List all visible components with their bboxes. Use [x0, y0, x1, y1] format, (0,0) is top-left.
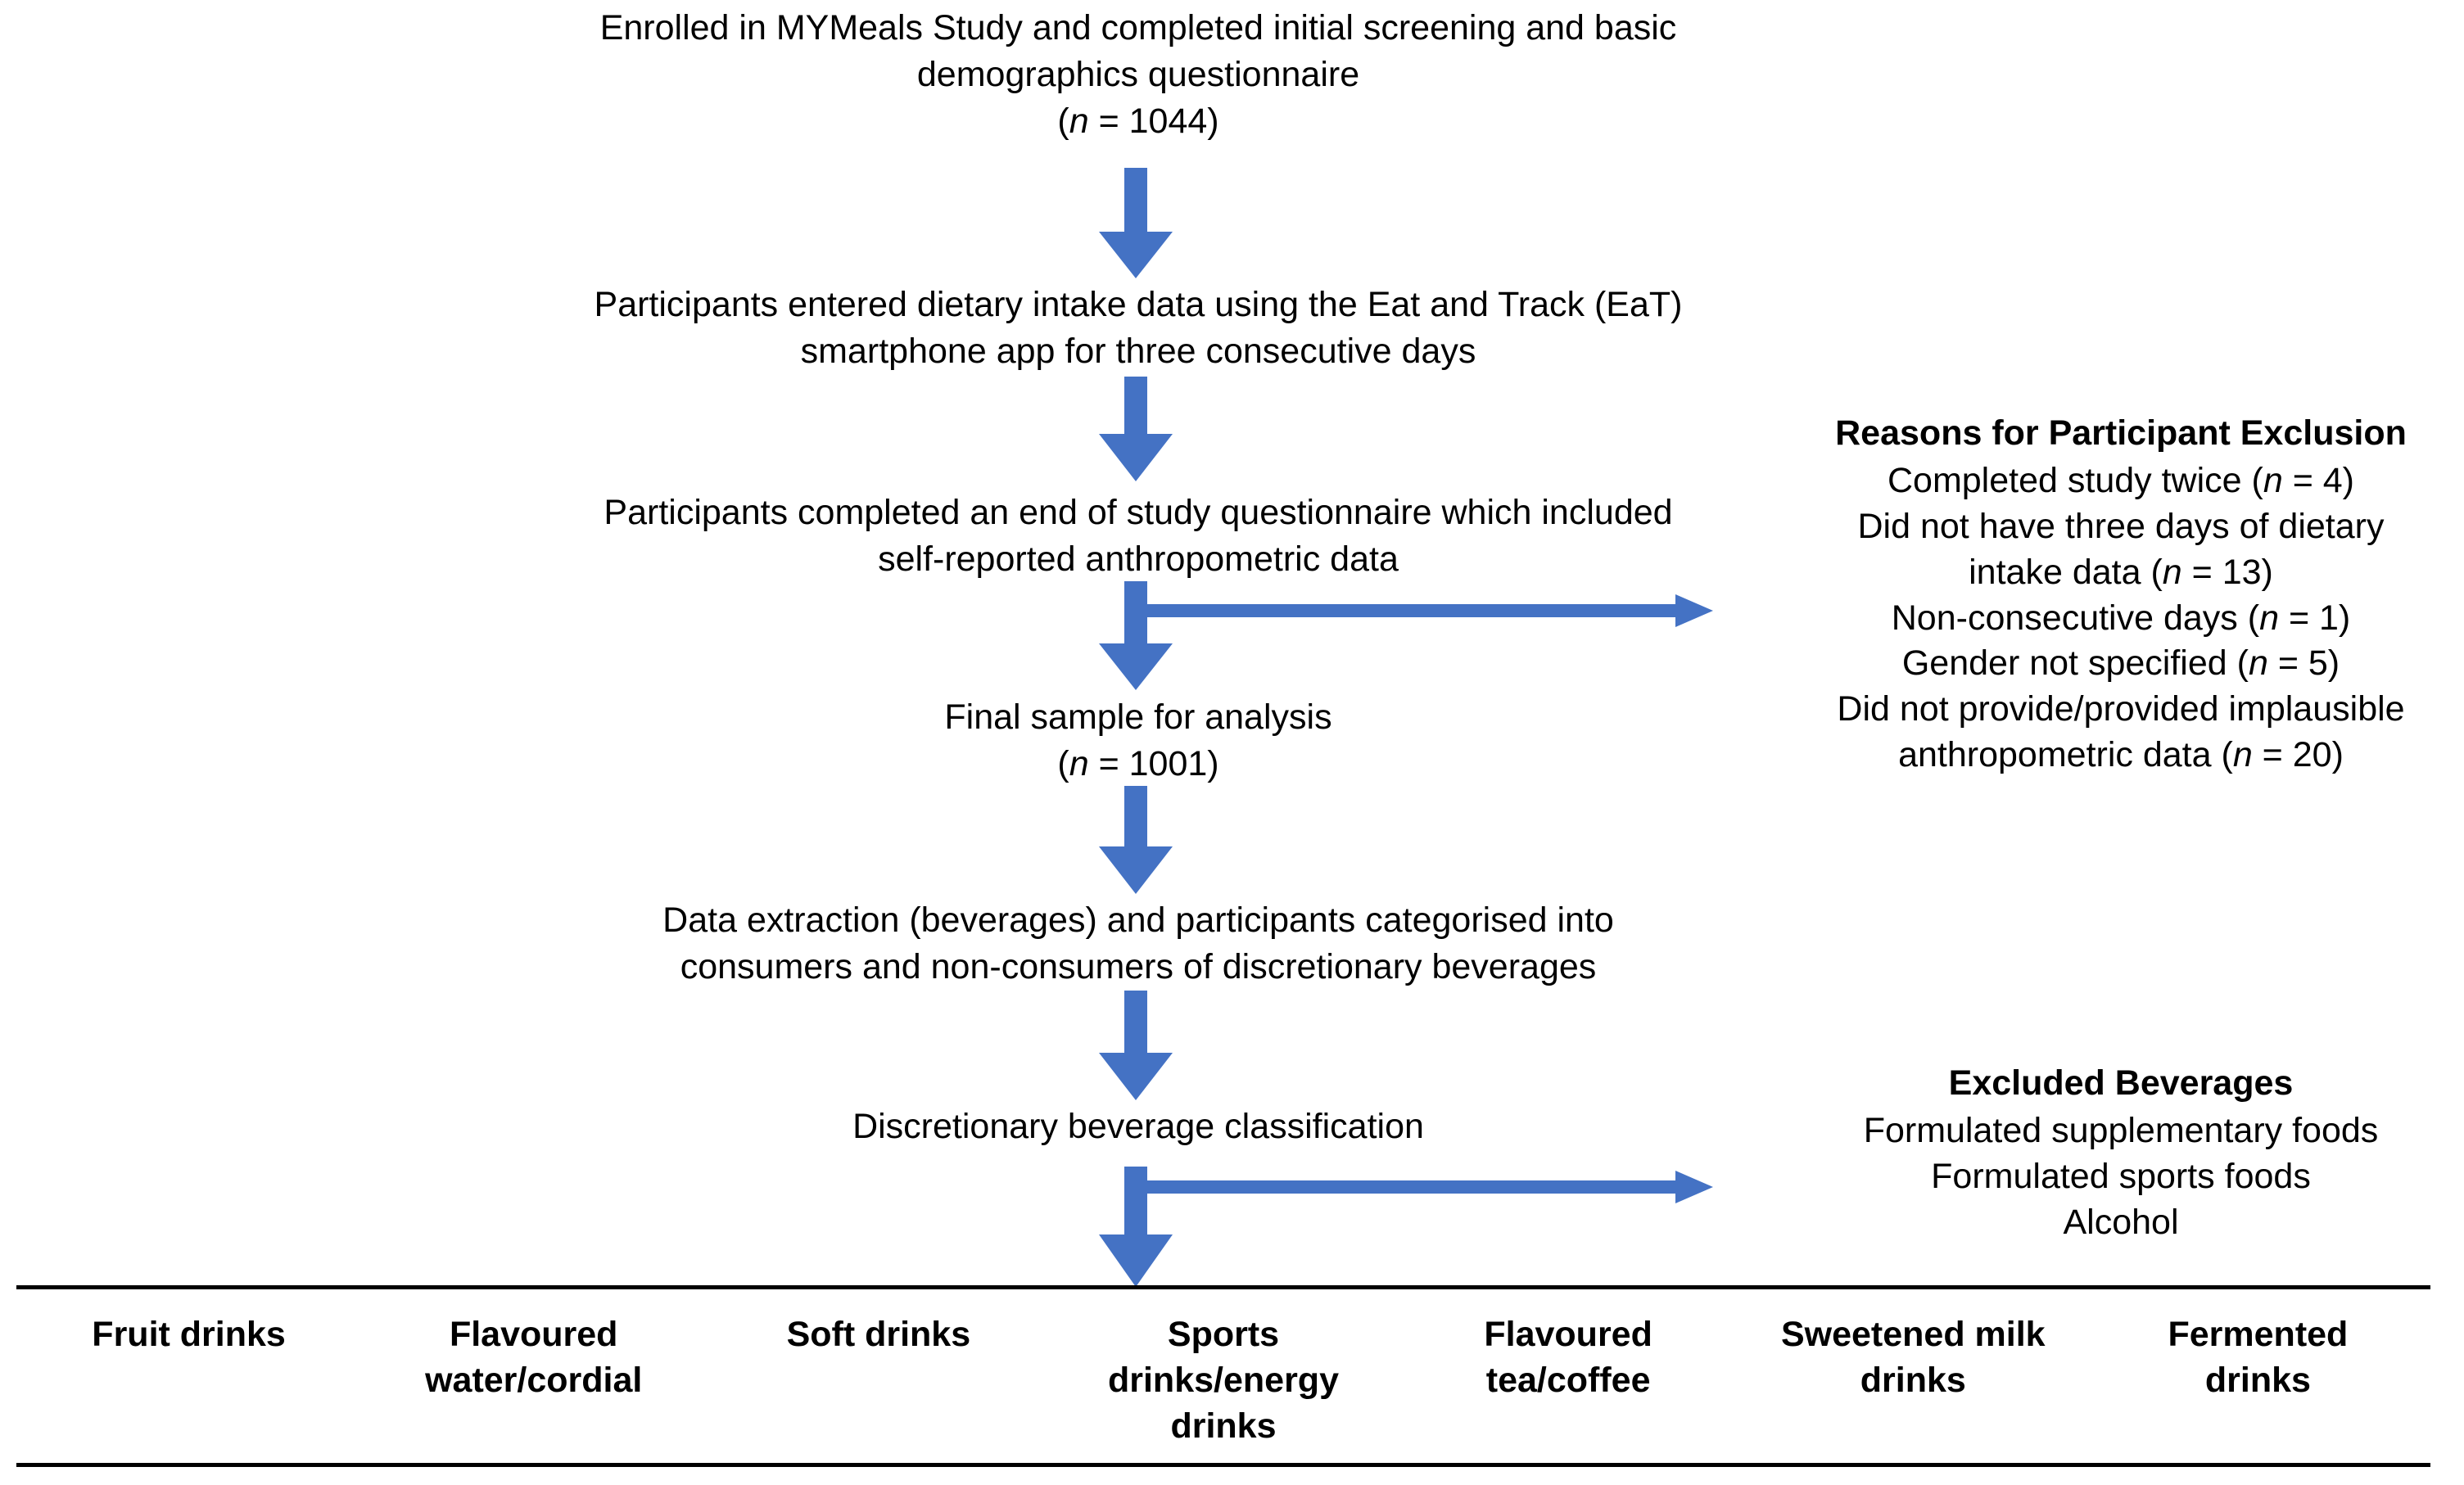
beverage-category-cell: Flavoured water/cordial — [425, 1315, 643, 1400]
excluded-beverages-panel: Excluded Beverages Formulated supplement… — [1777, 1061, 2464, 1246]
arrow-questionnaire-to-final — [1099, 581, 1173, 690]
beverage-category-cell: Flavoured tea/coffee — [1484, 1315, 1652, 1400]
exclusion-panel: Reasons for Participant Exclusion Comple… — [1777, 411, 2464, 779]
exclusion-reason-item: Did not provide/provided implausible ant… — [1837, 689, 2405, 775]
excluded-beverage-item: Formulated sports foods — [1931, 1156, 2311, 1196]
beverage-category-cell: Fermented drinks — [2168, 1315, 2349, 1400]
exclusion-reason-item: Did not have three days of dietary intak… — [1857, 506, 2385, 592]
flow-step-beverage-classification: Discretionary beverage classification — [852, 1107, 1424, 1146]
beverage-category-cell: Sports drinks/energy drinks — [1107, 1315, 1339, 1446]
excluded-beverages-panel-title: Excluded Beverages — [1948, 1063, 2294, 1103]
exclusion-reason-item: Non-consecutive days (n = 1) — [1891, 598, 2351, 638]
arrow-dietary-to-questionnaire — [1099, 377, 1173, 481]
beverage-category-table: Fruit drinks Flavoured water/cordial Sof… — [16, 1285, 2430, 1467]
excluded-beverage-item: Formulated supplementary foods — [1863, 1110, 2379, 1150]
arrow-exclusion-branch — [1138, 594, 1713, 627]
arrow-final-to-extraction — [1099, 786, 1173, 894]
arrow-excluded-beverages-branch — [1138, 1171, 1713, 1203]
exclusion-reason-item: Gender not specified (n = 5) — [1901, 643, 2340, 684]
beverage-category-cell: Sweetened milk drinks — [1780, 1315, 2046, 1400]
exclusion-panel-title: Reasons for Participant Exclusion — [1835, 413, 2407, 453]
flow-step-enrolment: Enrolled in MYMeals Study and completed … — [599, 8, 1677, 141]
arrow-classification-to-categories — [1099, 1167, 1173, 1287]
excluded-beverage-item: Alcohol — [2063, 1202, 2179, 1242]
beverage-category-row: Fruit drinks Flavoured water/cordial Sof… — [16, 1289, 2430, 1463]
flow-step-end-of-study-questionnaire: Participants completed an end of study q… — [604, 493, 1673, 579]
arrow-extraction-to-classification — [1099, 991, 1173, 1100]
flow-step-data-extraction: Data extraction (beverages) and particip… — [662, 900, 1614, 986]
flow-step-dietary-intake: Participants entered dietary intake data… — [594, 285, 1683, 371]
arrow-enrolment-to-dietary — [1099, 168, 1173, 278]
exclusion-reason-item: Completed study twice (n = 4) — [1887, 460, 2355, 500]
beverage-category-cell: Soft drinks — [786, 1315, 971, 1354]
beverage-category-cell: Fruit drinks — [92, 1315, 286, 1354]
flow-step-final-sample: Final sample for analysis (n = 1001) — [944, 697, 1332, 783]
